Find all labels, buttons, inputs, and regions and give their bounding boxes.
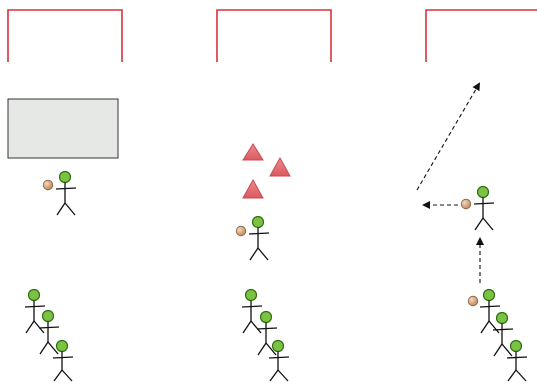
queued-player-icon	[256, 310, 278, 356]
drill-2	[216, 9, 332, 382]
drill-1	[7, 9, 123, 382]
player-with-ball-icon	[460, 185, 495, 231]
player-queue-icon	[24, 288, 74, 382]
queued-player-icon	[492, 311, 514, 357]
player-queue-icon	[241, 288, 290, 382]
goal-icon	[425, 9, 537, 62]
player-with-ball-icon	[235, 215, 270, 261]
queued-player-icon	[268, 339, 290, 382]
ball-icon	[467, 295, 479, 307]
player-with-ball-icon	[42, 170, 77, 216]
goal-icon	[7, 9, 123, 62]
queued-player-icon	[38, 309, 60, 355]
goal-icon	[216, 9, 332, 62]
ball-icon	[460, 198, 472, 210]
ball-icon	[42, 179, 54, 191]
queued-player-icon	[506, 339, 528, 382]
cone-icon	[269, 156, 291, 177]
queued-player-icon	[24, 288, 46, 334]
mannequin-screen-icon	[7, 98, 119, 159]
shot-arrow-icon	[416, 82, 481, 191]
queued-player-icon	[241, 288, 263, 334]
cone-icon	[242, 143, 264, 161]
queued-player-icon	[52, 339, 74, 382]
player-queue-icon	[467, 288, 528, 382]
queued-player-icon	[467, 288, 501, 334]
ball-icon	[235, 225, 247, 237]
cone-icon	[242, 178, 264, 199]
cone-group	[242, 143, 291, 199]
drill-3	[416, 9, 537, 382]
